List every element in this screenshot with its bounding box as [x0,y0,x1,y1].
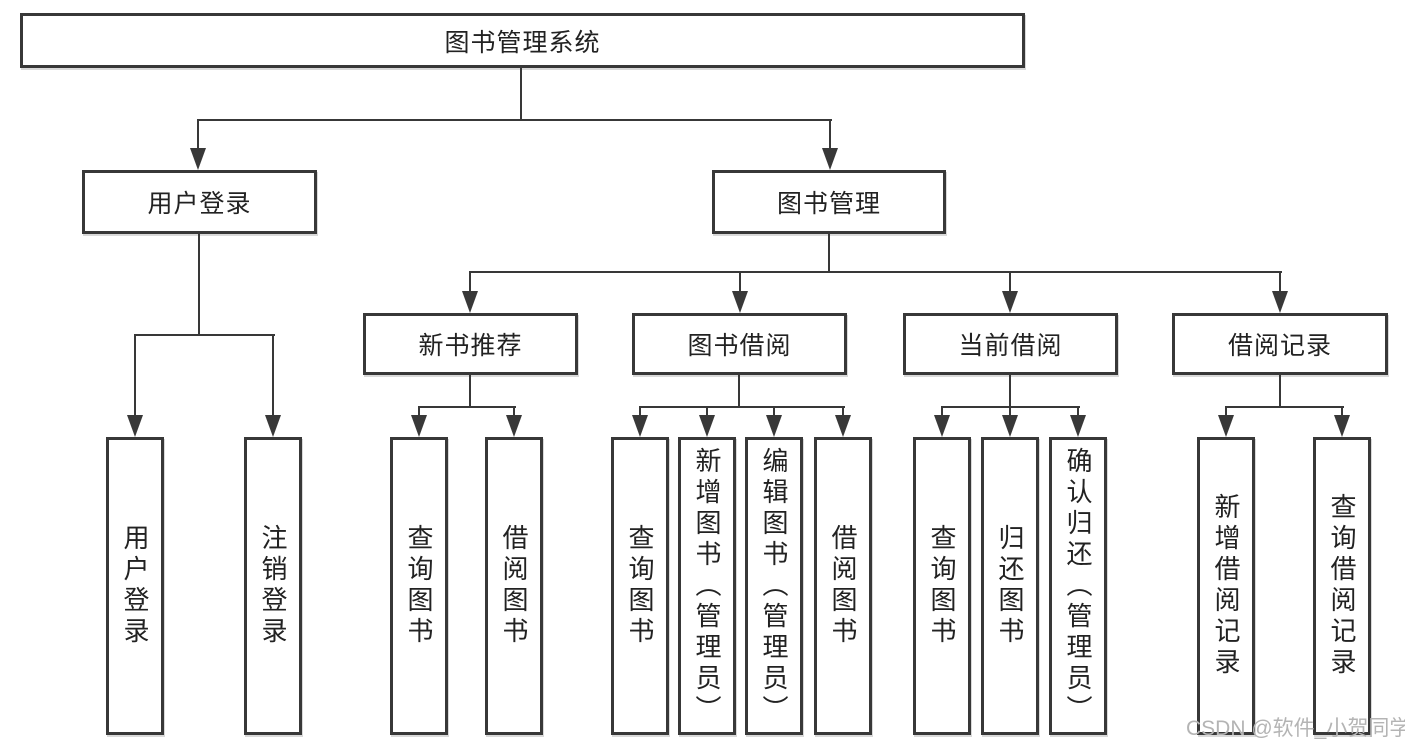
arrow-down-icon [1070,415,1086,437]
connector-root-span [197,119,832,121]
connector-borrowing-stub [738,375,740,408]
connector-current-drop [941,406,943,418]
arrow-down-icon [699,415,715,437]
node-current-borrowing: 当前借阅 [903,313,1118,375]
connector-userlogin-stub [198,234,200,336]
leaf-add-borrow-record: 新增借阅记录 [1197,437,1255,735]
node-new-book-recommend: 新书推荐 [363,313,578,375]
connector-bookmgmt-stub [828,234,830,273]
arrow-down-icon [934,415,950,437]
arrow-down-icon [190,148,206,170]
arrow-down-icon [1002,415,1018,437]
leaf-logout: 注销登录 [244,437,302,735]
connector-root-drop-right [829,119,831,152]
connector-current-drop [1077,406,1079,418]
arrow-down-icon [506,415,522,437]
arrow-down-icon [127,415,143,437]
connector-recommend-drop [513,406,515,418]
arrow-down-icon [1002,291,1018,313]
connector-current-drop [1009,406,1011,418]
arrow-down-icon [1334,415,1350,437]
connector-records-drop [1341,406,1343,418]
leaf-query-books-borrowing: 查询图书 [611,437,669,735]
connector-borrowing-drop [639,406,641,418]
arrow-down-icon [265,415,281,437]
connector-bookmgmt-drop [1009,271,1011,293]
csdn-watermark: CSDN @软件_小贺同学 [1186,717,1405,740]
leaf-confirm-return-admin: 确认归还（管理员） [1049,437,1107,735]
connector-recommend-stub [469,375,471,408]
node-user-login: 用户登录 [82,170,317,234]
connector-records-stub [1279,375,1281,408]
connector-root-drop-left [197,119,199,152]
arrow-down-icon [766,415,782,437]
leaf-query-books-current: 查询图书 [913,437,971,735]
leaf-query-books-recommend: 查询图书 [390,437,448,735]
connector-recommend-span [418,406,516,408]
connector-records-span [1225,406,1344,408]
node-book-management: 图书管理 [712,170,946,234]
arrow-down-icon [1272,291,1288,313]
connector-bookmgmt-span [469,271,1282,273]
arrow-down-icon [411,415,427,437]
leaf-user-login: 用户登录 [106,437,164,735]
connector-records-drop [1225,406,1227,418]
connector-recommend-drop [418,406,420,418]
leaf-borrow-books: 借阅图书 [814,437,872,735]
arrow-down-icon [1218,415,1234,437]
connector-bookmgmt-drop [1279,271,1281,293]
connector-current-stub [1009,375,1011,408]
node-book-borrowing: 图书借阅 [632,313,847,375]
connector-bookmgmt-drop [739,271,741,293]
connector-borrowing-drop [706,406,708,418]
connector-userlogin-span [134,334,275,336]
connector-root-stub [520,68,522,120]
connector-borrowing-drop [773,406,775,418]
connector-bookmgmt-drop [469,271,471,293]
leaf-add-book-admin: 新增图书（管理员） [678,437,736,735]
leaf-edit-book-admin: 编辑图书（管理员） [745,437,803,735]
leaf-query-borrow-record: 查询借阅记录 [1313,437,1371,735]
leaf-return-books: 归还图书 [981,437,1039,735]
arrow-down-icon [822,148,838,170]
node-book-management-system: 图书管理系统 [20,13,1025,68]
connector-userlogin-drop [272,334,274,418]
connector-userlogin-drop [134,334,136,418]
arrow-down-icon [732,291,748,313]
node-borrowing-records: 借阅记录 [1172,313,1388,375]
leaf-borrow-books-recommend: 借阅图书 [485,437,543,735]
connector-borrowing-span [639,406,845,408]
connector-borrowing-drop [842,406,844,418]
arrow-down-icon [632,415,648,437]
arrow-down-icon [835,415,851,437]
arrow-down-icon [462,291,478,313]
